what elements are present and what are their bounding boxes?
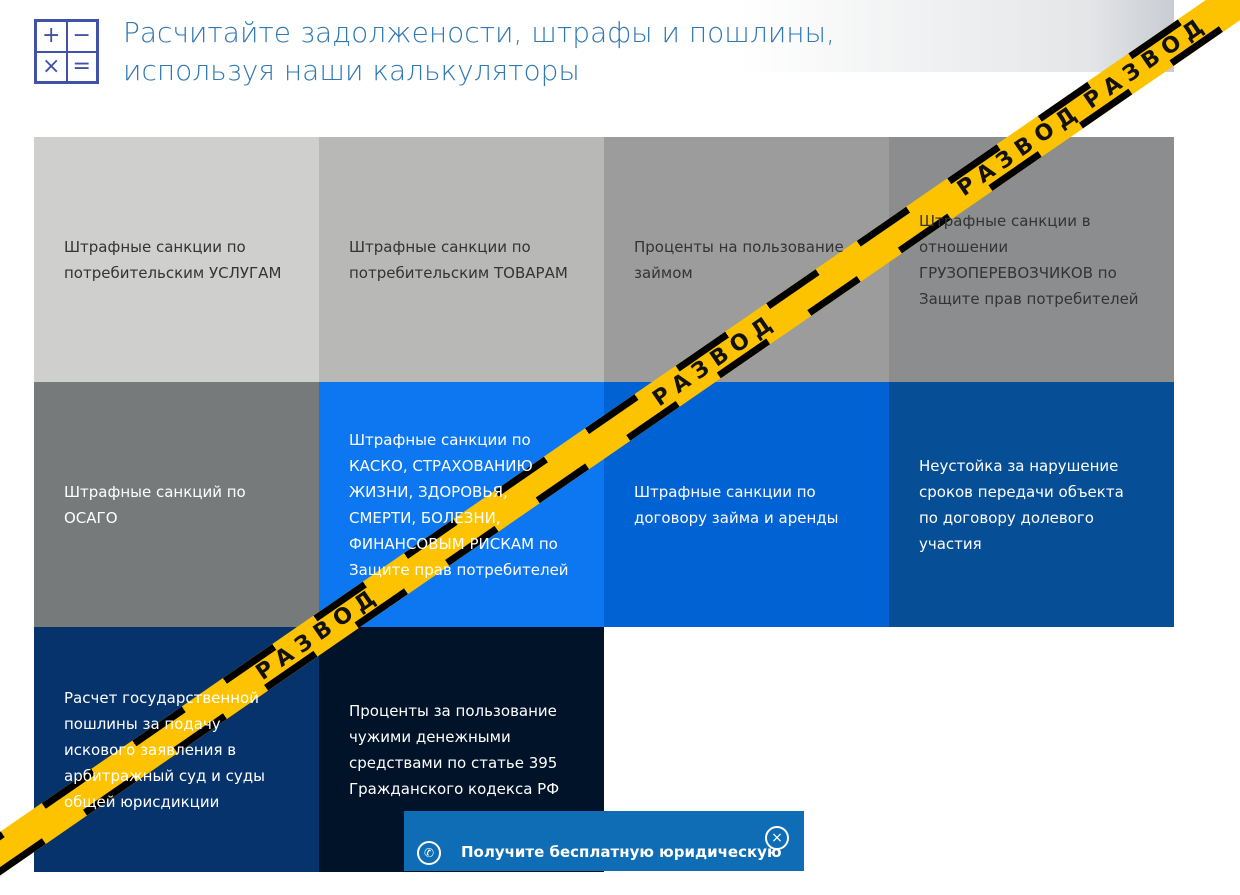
title-line-1: Расчитайте задолжености, штрафы и пошлин… bbox=[123, 16, 835, 49]
tile-label: Расчет государственной пошлины за подачу… bbox=[64, 688, 265, 811]
calculator-tile[interactable]: Штрафные санкции по потребительским ТОВА… bbox=[319, 137, 604, 382]
equals-icon: = bbox=[66, 51, 97, 82]
tile-label: Проценты за пользование чужими денежными… bbox=[349, 701, 560, 798]
header-background-image bbox=[740, 0, 1174, 72]
whatsapp-icon: ✆ bbox=[417, 841, 441, 865]
close-icon[interactable]: × bbox=[765, 826, 789, 850]
title-line-2: используя наши калькуляторы bbox=[123, 54, 580, 87]
plus-icon: + bbox=[36, 21, 67, 52]
multiply-icon: × bbox=[36, 51, 67, 82]
tile-label: Штрафные санкции в отношении ГРУЗОПЕРЕВО… bbox=[919, 211, 1139, 308]
tile-label: Штрафные санкции по потребительским ТОВА… bbox=[349, 237, 568, 282]
consultation-popup[interactable]: ✆ Получите бесплатную юридическую × bbox=[404, 811, 804, 871]
calculator-tile[interactable]: Штрафные санкции в отношении ГРУЗОПЕРЕВО… bbox=[889, 137, 1174, 382]
calculator-grid: Штрафные санкции по потребительским УСЛУ… bbox=[34, 137, 1174, 872]
calculator-tile[interactable]: Штрафные санкции по потребительским УСЛУ… bbox=[34, 137, 319, 382]
tile-label: Проценты на пользование займом bbox=[634, 237, 844, 282]
tile-label: Штрафные санкции по КАСКО, СТРАХОВАНИЮ Ж… bbox=[349, 430, 569, 579]
tile-label: Неустойка за нарушение сроков передачи о… bbox=[919, 456, 1124, 553]
calculator-icon: + − × = bbox=[34, 19, 99, 84]
tile-label: Штрафные санкции по договору займа и аре… bbox=[634, 482, 839, 527]
popup-text: Получите бесплатную юридическую bbox=[461, 843, 782, 861]
calculator-tile[interactable]: Неустойка за нарушение сроков передачи о… bbox=[889, 382, 1174, 627]
calculator-tile[interactable]: Штрафные санкций по ОСАГО bbox=[34, 382, 319, 627]
calculator-tile[interactable]: Штрафные санкции по договору займа и аре… bbox=[604, 382, 889, 627]
tile-label: Штрафные санкции по потребительским УСЛУ… bbox=[64, 237, 282, 282]
minus-icon: − bbox=[66, 21, 97, 52]
page-title: Расчитайте задолжености, штрафы и пошлин… bbox=[123, 14, 835, 90]
tile-label: Штрафные санкций по ОСАГО bbox=[64, 482, 246, 527]
